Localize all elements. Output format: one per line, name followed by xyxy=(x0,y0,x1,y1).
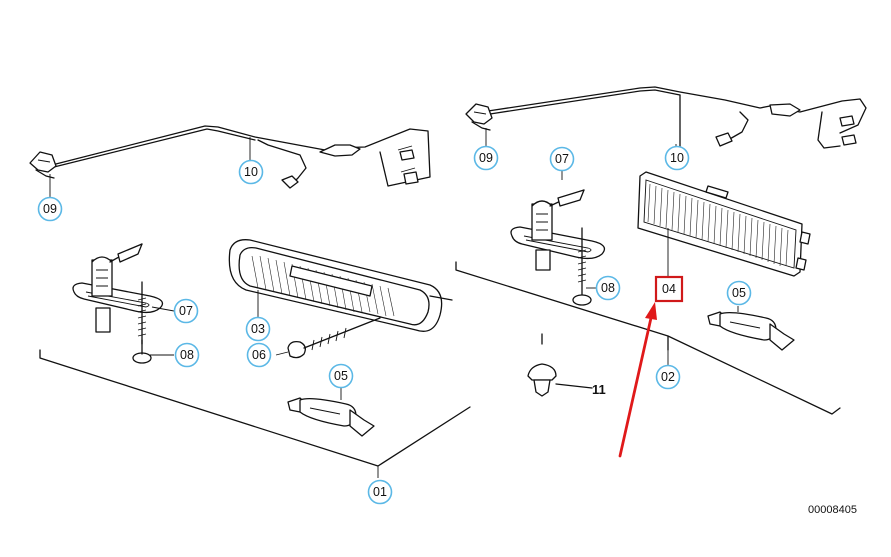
callout-left-10[interactable]: 10 xyxy=(238,159,264,185)
label-11-right: 11 xyxy=(592,382,606,397)
callout-right-08[interactable]: 08 xyxy=(595,275,621,301)
callout-label: 07 xyxy=(555,152,569,166)
push-clip-11: 11 xyxy=(527,333,606,397)
callout-right-09[interactable]: 09 xyxy=(473,145,499,171)
callout-right-05[interactable]: 05 xyxy=(726,280,752,306)
right-assembly: 11 xyxy=(455,86,867,415)
callout-label: 08 xyxy=(180,348,194,362)
callout-label: 06 xyxy=(252,348,266,362)
callout-label: 04 xyxy=(662,282,676,296)
callout-label: 05 xyxy=(732,286,746,300)
red-pointer-arrow xyxy=(618,302,657,458)
callout-label: 09 xyxy=(479,151,493,165)
callout-label: 02 xyxy=(661,370,675,384)
lamp-socket-bracket-right xyxy=(510,189,606,271)
diagram-id: 00008405 xyxy=(808,504,857,516)
callout-right-04-highlighted[interactable]: 04 xyxy=(654,275,684,303)
callout-label: 09 xyxy=(43,202,57,216)
callout-left-05[interactable]: 05 xyxy=(328,363,354,389)
wiring-harness-left xyxy=(29,125,431,189)
screw-06-left xyxy=(287,317,381,359)
lamp-housing xyxy=(228,239,453,332)
callout-left-07[interactable]: 07 xyxy=(173,298,199,324)
callout-left-03[interactable]: 03 xyxy=(245,316,271,342)
festoon-bulb-left xyxy=(287,397,375,437)
callout-label: 07 xyxy=(179,304,193,318)
callout-right-02[interactable]: 02 xyxy=(655,364,681,390)
callout-label: 10 xyxy=(670,151,684,165)
screw-left xyxy=(132,281,152,364)
callout-label: 08 xyxy=(601,281,615,295)
callout-left-08[interactable]: 08 xyxy=(174,342,200,368)
lamp-lens xyxy=(637,171,811,277)
left-assembly xyxy=(29,125,471,478)
festoon-bulb-right xyxy=(707,311,795,351)
callout-left-09[interactable]: 09 xyxy=(37,196,63,222)
screw-right xyxy=(572,227,592,306)
callout-label: 01 xyxy=(373,485,387,499)
callout-label: 10 xyxy=(244,165,258,179)
callout-label: 05 xyxy=(334,369,348,383)
callout-right-10[interactable]: 10 xyxy=(664,145,690,171)
wiring-harness-right xyxy=(465,86,867,149)
callout-right-07[interactable]: 07 xyxy=(549,146,575,172)
callout-label: 03 xyxy=(251,322,265,336)
lamp-socket-bracket-left xyxy=(72,243,164,333)
callout-left-01[interactable]: 01 xyxy=(367,479,393,505)
callout-left-06[interactable]: 06 xyxy=(246,342,272,368)
